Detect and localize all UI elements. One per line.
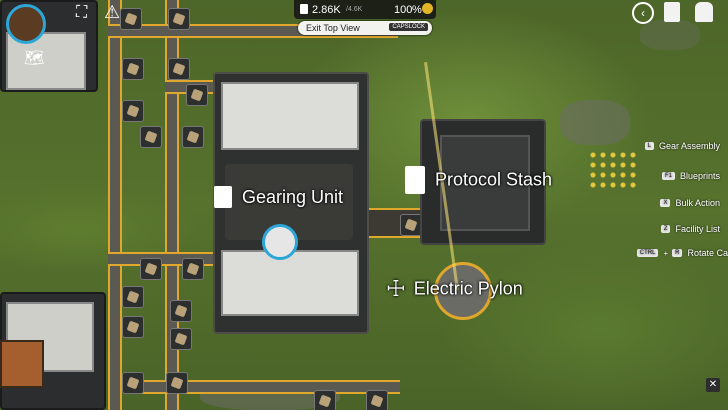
exit-label: Exit Top View	[306, 23, 360, 33]
protocol-icon	[405, 166, 425, 194]
rock	[560, 100, 630, 145]
belt-item	[168, 8, 190, 30]
belt-item	[182, 126, 204, 148]
hierarchy-icon[interactable]: ⛶	[76, 4, 88, 21]
belt-item	[120, 8, 142, 30]
belt-item	[140, 126, 162, 148]
electric-pylon-label: ☩Electric Pylon	[386, 276, 523, 301]
belt-item	[400, 214, 422, 236]
belt-item	[140, 258, 162, 280]
back-icon[interactable]: ‹	[632, 2, 654, 24]
warning-icon[interactable]: ⚠	[104, 2, 121, 22]
battery-icon	[300, 4, 308, 14]
resource-bar: 2.86K /4.6K 100 %	[294, 0, 436, 19]
belt-item	[122, 372, 144, 394]
close-icon[interactable]: ✕	[706, 378, 720, 392]
flowers	[588, 150, 638, 190]
conveyor-belt	[108, 0, 122, 410]
belt-item	[166, 372, 188, 394]
gearing-icon	[214, 186, 232, 209]
resource-max: /4.6K	[346, 6, 363, 13]
coin-icon	[422, 3, 433, 14]
protocol-stash-facility[interactable]	[420, 119, 546, 245]
belt-item	[122, 58, 144, 80]
percent-value: 100	[394, 4, 413, 16]
exit-key: CAPSLOCK	[389, 23, 428, 31]
belt-item	[366, 390, 388, 410]
gearing-unit-label: Gearing Unit	[214, 186, 343, 209]
belt-item	[170, 328, 192, 350]
exit-top-view-button[interactable]: Exit Top View CAPSLOCK	[298, 21, 432, 35]
gearing-unit-bay	[221, 250, 359, 316]
belt-item	[122, 286, 144, 308]
belt-item	[122, 316, 144, 338]
rock	[640, 20, 700, 50]
cargo-crate	[0, 340, 44, 388]
character-icon[interactable]	[695, 2, 713, 22]
minimap-button[interactable]	[6, 4, 46, 44]
quest-icon[interactable]	[664, 2, 680, 22]
belt-item	[314, 390, 336, 410]
pylon-icon: ☩	[386, 276, 406, 301]
belt-item	[182, 258, 204, 280]
belt-item	[168, 58, 190, 80]
electric-pylon-facility[interactable]	[434, 262, 492, 320]
resource-value: 2.86K	[312, 4, 341, 16]
gearing-unit-bay	[221, 82, 359, 150]
protocol-stash-label: Protocol Stash	[405, 166, 552, 194]
belt-item	[186, 84, 208, 106]
belt-item	[170, 300, 192, 322]
map-icon[interactable]: 🗺	[24, 50, 45, 67]
percent-sign: %	[412, 4, 422, 16]
belt-item	[122, 100, 144, 122]
player-avatar	[262, 224, 298, 260]
